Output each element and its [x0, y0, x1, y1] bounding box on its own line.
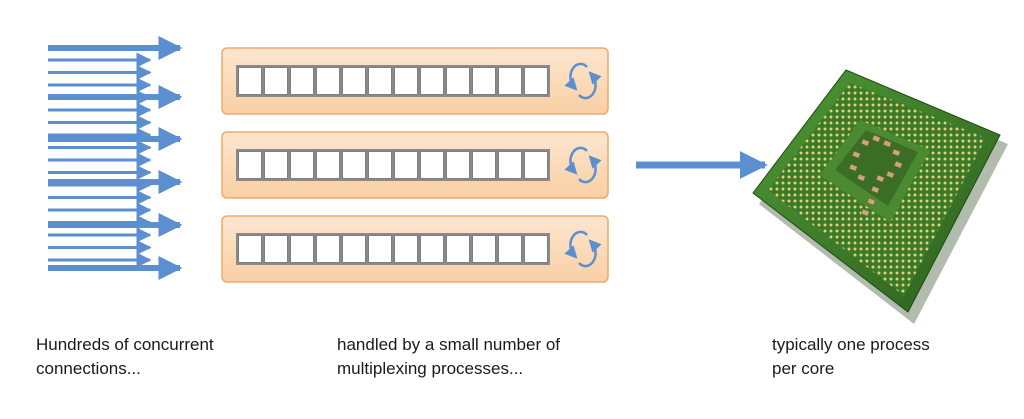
caption-processes-line1: handled by a small number of	[337, 335, 561, 354]
connection-arrows	[48, 36, 183, 280]
queue-slot	[472, 235, 496, 263]
queue-slot	[394, 151, 418, 179]
process-bar	[221, 47, 609, 115]
caption-connections: Hundreds of concurrent connections...	[36, 333, 214, 381]
queue-slot	[238, 67, 262, 95]
queue-slot	[238, 235, 262, 263]
queue-slot	[394, 235, 418, 263]
caption-connections-line2: connections...	[36, 359, 141, 378]
caption-core: typically one process per core	[772, 333, 930, 381]
queue-slot	[290, 151, 314, 179]
queue-slot	[446, 235, 470, 263]
queue-slot	[368, 67, 392, 95]
connection-queue	[236, 65, 550, 97]
queue-slot	[264, 235, 288, 263]
caption-connections-line1: Hundreds of concurrent	[36, 335, 214, 354]
queue-slot	[316, 67, 340, 95]
queue-slot	[264, 67, 288, 95]
queue-slot	[524, 67, 548, 95]
queue-slot	[394, 67, 418, 95]
queue-slot	[316, 235, 340, 263]
queue-slot	[342, 235, 366, 263]
queue-slot	[290, 235, 314, 263]
queue-slot	[524, 151, 548, 179]
caption-core-line2: per core	[772, 359, 835, 378]
refresh-cycle-icon	[564, 62, 602, 100]
process-bar	[221, 215, 609, 283]
queue-slot	[446, 151, 470, 179]
caption-core-line1: typically one process	[772, 335, 930, 354]
queue-slot	[368, 151, 392, 179]
queue-slot	[264, 151, 288, 179]
process-list	[221, 47, 609, 283]
queue-slot	[342, 67, 366, 95]
caption-processes: handled by a small number of multiplexin…	[337, 333, 560, 381]
queue-slot	[368, 235, 392, 263]
queue-slot	[524, 235, 548, 263]
queue-slot	[472, 151, 496, 179]
refresh-cycle-icon	[564, 146, 602, 184]
connection-queue	[236, 233, 550, 265]
queue-slot	[498, 235, 522, 263]
queue-slot	[420, 151, 444, 179]
queue-slot	[290, 67, 314, 95]
connection-queue	[236, 149, 550, 181]
queue-slot	[342, 151, 366, 179]
caption-processes-line2: multiplexing processes...	[337, 359, 524, 378]
process-bar	[221, 131, 609, 199]
queue-slot	[238, 151, 262, 179]
cpu-chip-icon	[752, 69, 1008, 324]
queue-slot	[316, 151, 340, 179]
refresh-cycle-icon	[564, 230, 602, 268]
queue-slot	[420, 235, 444, 263]
queue-slot	[420, 67, 444, 95]
queue-slot	[446, 67, 470, 95]
queue-slot	[472, 67, 496, 95]
queue-slot	[498, 151, 522, 179]
queue-slot	[498, 67, 522, 95]
